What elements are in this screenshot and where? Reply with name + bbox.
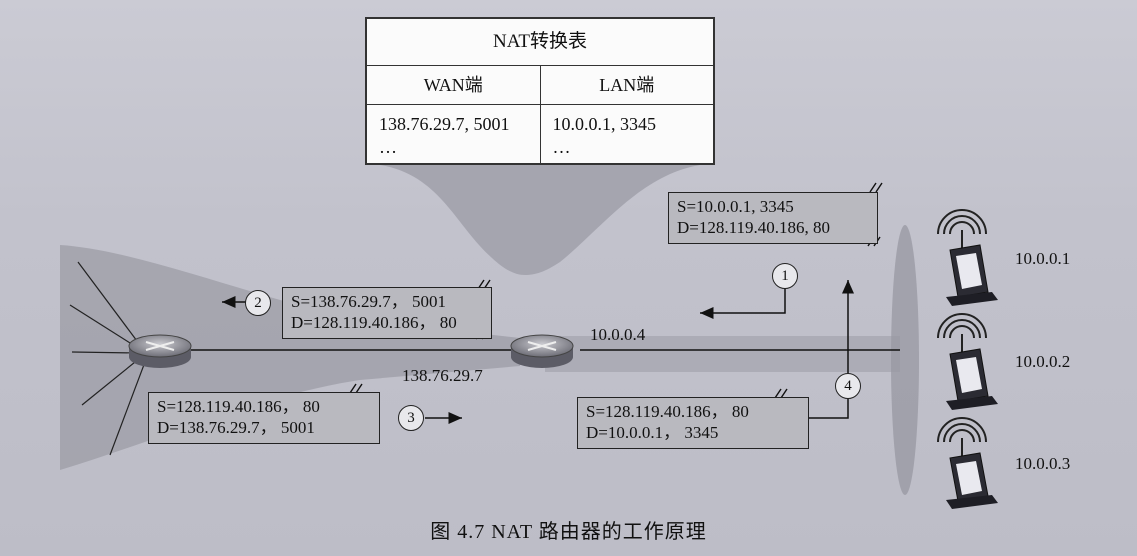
packet-1-box: S=10.0.0.1, 3345 D=128.119.40.186, 80 [668, 192, 878, 244]
lan-segment [891, 225, 919, 495]
table-funnel [380, 165, 700, 275]
host-2-laptop [937, 313, 998, 410]
packet-1-source: S=10.0.0.1, 3345 [677, 197, 794, 216]
packet-2-dest: D=128.119.40.186， 80 [291, 313, 457, 332]
packet-3-dest: D=138.76.29.7， 5001 [157, 418, 315, 437]
nat-router [510, 334, 574, 368]
packet-2-source: S=138.76.29.7， 5001 [291, 292, 447, 311]
packet-2-box: S=138.76.29.7， 5001 D=128.119.40.186， 80 [282, 287, 492, 339]
step-1-marker: 1 [772, 263, 798, 289]
lan-cell: 10.0.0.1, 3345 … [541, 105, 714, 165]
nat-translation-table: NAT转换表 WAN端 LAN端 138.76.29.7, 5001 … 10.… [365, 17, 715, 165]
step-4-marker: 4 [835, 373, 861, 399]
internet-router [128, 334, 192, 368]
host-1-address: 10.0.0.1 [1015, 249, 1071, 268]
lan-header: LAN端 [599, 75, 655, 95]
wan-entry: 138.76.29.7, 5001 [379, 114, 510, 134]
host-1-laptop [937, 209, 998, 306]
packet-3-box: S=128.119.40.186， 80 D=138.76.29.7， 5001 [148, 392, 380, 444]
packet-4-dest: D=10.0.0.1， 3345 [586, 423, 719, 442]
packet-4-box: S=128.119.40.186， 80 D=10.0.0.1， 3345 [577, 397, 809, 449]
wan-cell: 138.76.29.7, 5001 … [367, 105, 541, 165]
packet-4-source: S=128.119.40.186， 80 [586, 402, 749, 421]
host-3-laptop [937, 417, 998, 509]
wan-header: WAN端 [367, 66, 541, 104]
wan-more: … [379, 137, 397, 157]
lan-more: … [552, 137, 571, 157]
nat-table-title: NAT转换表 [367, 19, 713, 66]
figure-caption: 图 4.7 NAT 路由器的工作原理 [430, 521, 707, 543]
packet-3-source: S=128.119.40.186， 80 [157, 397, 320, 416]
host-2-address: 10.0.0.2 [1015, 352, 1071, 371]
router-lan-address: 10.0.0.4 [590, 325, 646, 344]
host-3-address: 10.0.0.3 [1015, 454, 1071, 473]
step-2-marker: 2 [245, 290, 271, 316]
lan-entry: 10.0.0.1, 3345 [552, 114, 657, 134]
router-wan-address: 138.76.29.7 [402, 366, 483, 385]
lan-link-band [545, 336, 900, 372]
packet-1-dest: D=128.119.40.186, 80 [677, 218, 830, 237]
step-3-marker: 3 [398, 405, 424, 431]
